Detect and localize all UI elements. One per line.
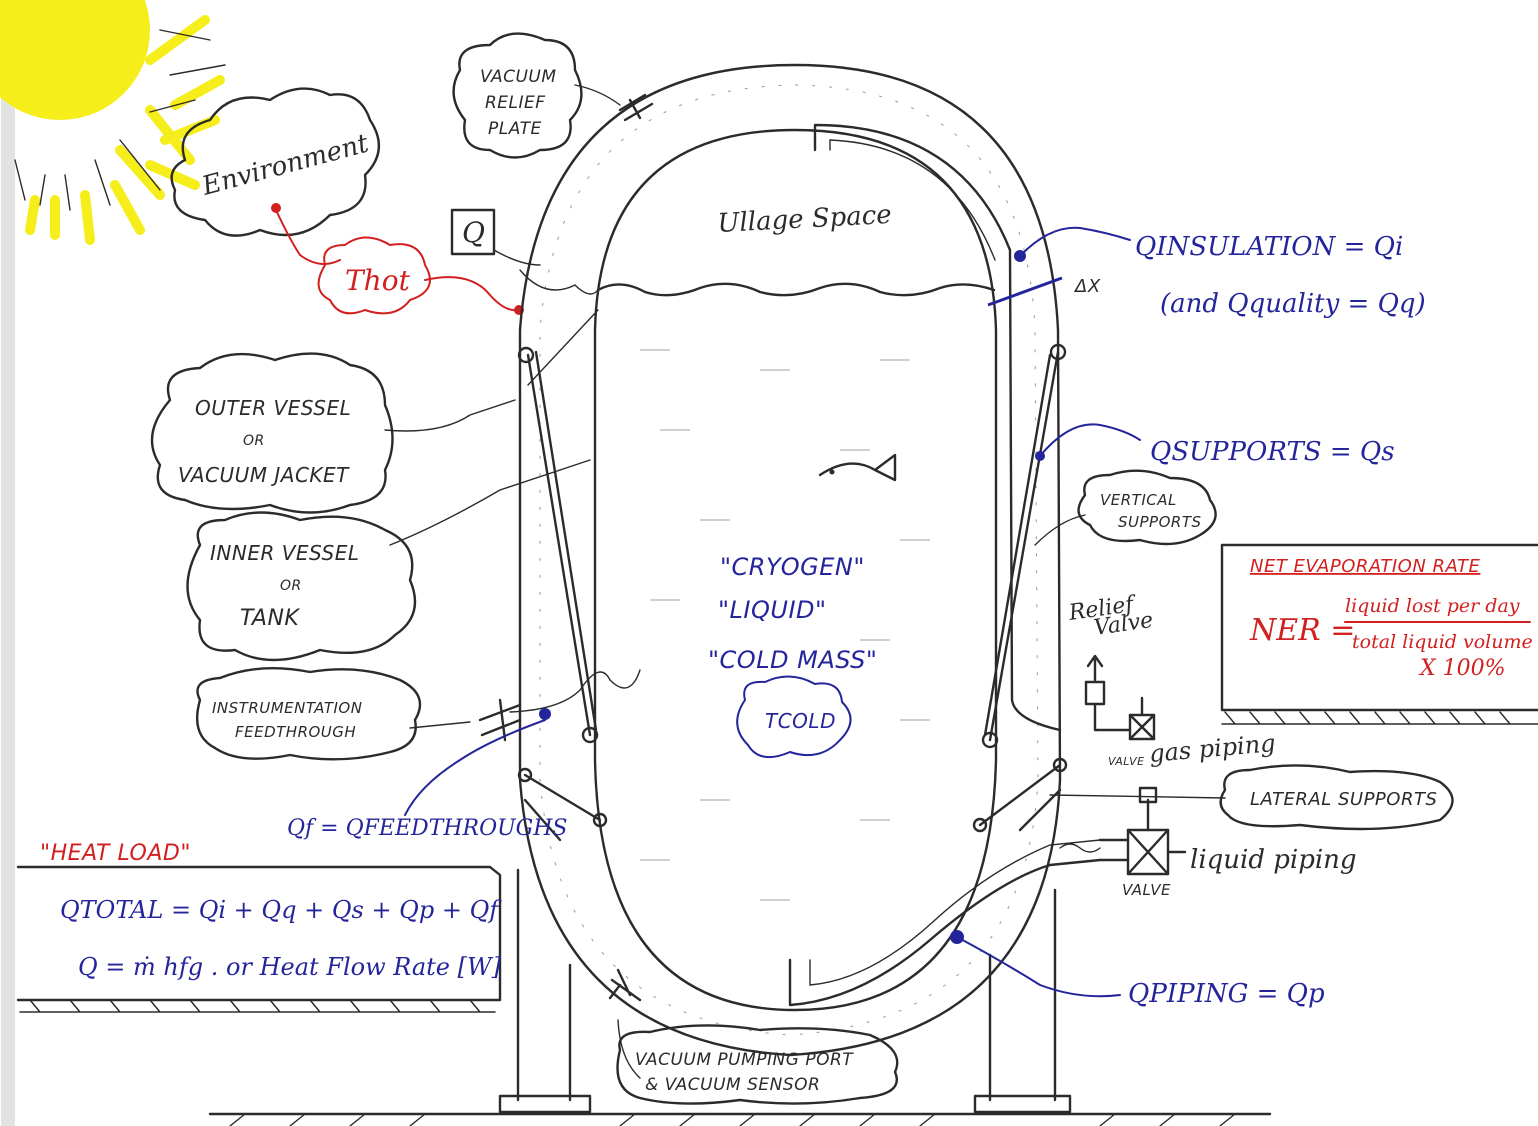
ground-line — [210, 1114, 1270, 1126]
vacuum-relief-plate-icon — [620, 95, 652, 120]
ner-numerator: liquid lost per day — [1345, 595, 1520, 617]
environment-label: Environment — [198, 128, 372, 202]
q-quality-label: (and Qquality = Qq) — [1160, 289, 1426, 319]
heat-load-title: "HEAT LOAD" — [40, 841, 191, 866]
lateral-supports-label: LATERAL SUPPORTS — [1250, 789, 1437, 810]
t-hot-lead — [425, 277, 518, 310]
fish-eye — [830, 470, 835, 475]
vacuum-port-line2: & VACUUM SENSOR — [645, 1075, 820, 1095]
lateral-supports-arrow — [1050, 795, 1225, 798]
liquid-valve-icon — [1100, 788, 1185, 874]
large-valve-label: VALVE — [1122, 881, 1171, 899]
surface-continuation — [520, 270, 598, 294]
small-valve-label: VALVE — [1108, 755, 1145, 768]
vacuum-relief-line2: RELIEF — [485, 93, 546, 113]
relief-up-arrow — [1088, 656, 1102, 680]
vacuum-port-line1: VACUUM PUMPING PORT — [635, 1050, 854, 1070]
q-box-label: Q — [462, 216, 485, 249]
outer-vessel-arrow — [385, 400, 515, 431]
inner-vessel-line1: INNER VESSEL — [210, 541, 360, 565]
liquid-surface — [598, 284, 994, 295]
outer-vessel-cloud — [152, 354, 393, 513]
feedthrough-lead — [405, 720, 545, 815]
delta-x-arrow — [988, 278, 1062, 305]
outer-vessel-line3: VACUUM JACKET — [178, 463, 350, 487]
q-feedthroughs-label: Qf = QFEEDTHROUGHS — [287, 816, 568, 841]
q-piping-label: QPIPING = Qp — [1128, 979, 1325, 1009]
liquid-piping-label: liquid piping — [1190, 845, 1357, 875]
liquid-hatching — [640, 350, 930, 900]
ner-denominator: total liquid volume — [1352, 631, 1533, 653]
piping-lead — [957, 937, 1120, 996]
ner-multiplier: X 100% — [1418, 656, 1506, 681]
feedthrough-port-icon — [480, 700, 520, 740]
q-insulation-label: QINSULATION = Qi — [1135, 232, 1403, 262]
insulation-lead — [1020, 228, 1130, 256]
t-cold-label: TCOLD — [765, 709, 836, 733]
bellows-icon — [1060, 844, 1100, 852]
ner-title: NET EVAPORATION RATE — [1250, 556, 1481, 577]
instrumentation-line1: INSTRUMENTATION — [212, 699, 362, 717]
instrumentation-wires — [510, 670, 640, 712]
delta-x-label: ΔX — [1073, 276, 1101, 297]
liquid-label: "LIQUID" — [718, 596, 827, 624]
cryogen-label: "CRYOGEN" — [720, 553, 865, 581]
inner-vessel-line2: OR — [280, 578, 302, 594]
vacuum-relief-line3: PLATE — [488, 119, 542, 139]
outer-vessel-line2: OR — [243, 433, 265, 449]
gas-pipe — [1095, 704, 1130, 730]
vacuum-relief-line1: VACUUM — [480, 67, 557, 87]
liquid-pipe — [790, 860, 1100, 1005]
environment-lead — [276, 210, 340, 264]
heat-load-eq2: Q = ṁ hfg . or Heat Flow Rate [W] — [78, 953, 502, 981]
instrumentation-arrow — [410, 722, 470, 728]
liquid-pipe-inner — [810, 840, 1100, 985]
t-hot-label: Thot — [345, 264, 411, 297]
relief-valve-icon — [1086, 682, 1104, 704]
gas-piping-label: gas piping — [1148, 729, 1276, 768]
cold-mass-label: "COLD MASS" — [708, 646, 877, 674]
instrumentation-line2: FEEDTHROUGH — [235, 723, 356, 741]
q-supports-label: QSUPPORTS = Qs — [1150, 437, 1395, 467]
ner-prefix: NER = — [1249, 613, 1355, 648]
left-vertical-supports — [519, 310, 598, 742]
feedthrough-point — [539, 708, 551, 720]
supports-lead — [1040, 424, 1140, 456]
heat-load-hatch — [20, 1000, 495, 1012]
vertical-supports-line1: VERTICAL — [1100, 491, 1177, 509]
sun-icon — [0, 0, 225, 240]
ner-hatch — [1222, 712, 1538, 724]
vertical-supports-line2: SUPPORTS — [1118, 513, 1202, 531]
fish-icon — [820, 455, 895, 480]
gas-valve-icon — [1130, 698, 1154, 739]
ullage-space-label: Ullage Space — [717, 200, 893, 239]
outer-vessel-line1: OUTER VESSEL — [195, 396, 351, 420]
inner-vessel-line3: TANK — [240, 606, 300, 631]
heat-load-eq1: QTOTAL = Qi + Qq + Qs + Qp + Qf — [60, 896, 502, 924]
